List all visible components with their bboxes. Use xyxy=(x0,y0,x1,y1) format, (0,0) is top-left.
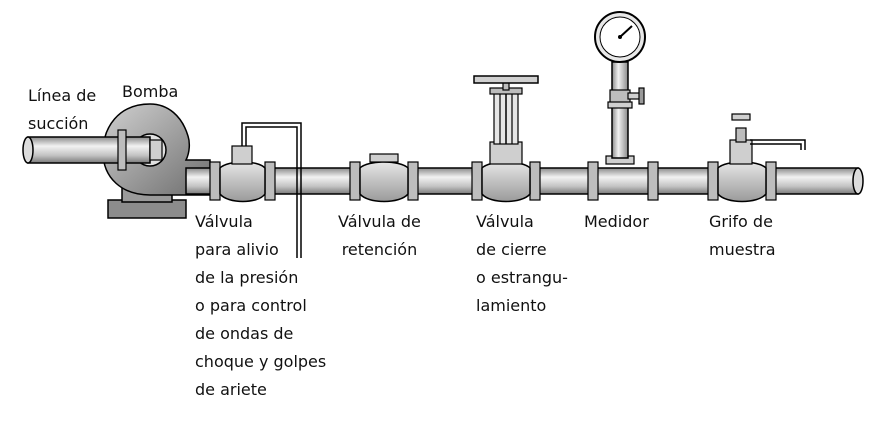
suction-pipe xyxy=(22,129,163,171)
sample-tap xyxy=(717,113,806,203)
label-line: de ariete xyxy=(195,380,267,399)
label-line: succión xyxy=(28,114,89,133)
label-sample-tap: Grifo de muestra xyxy=(709,208,776,264)
label-suction-line: Línea de succión xyxy=(28,82,96,138)
label-line: choque y golpes xyxy=(195,352,327,371)
check-valve xyxy=(359,153,409,203)
label-line: de la presión xyxy=(195,268,299,287)
label-line: Línea de xyxy=(28,86,97,105)
label-relief-valve: Válvula para alivio de la presión o para… xyxy=(195,208,326,404)
label-line: de ondas de xyxy=(195,324,294,343)
label-line: para alivio xyxy=(195,240,279,259)
gate-valve xyxy=(473,75,539,203)
label-line: retención xyxy=(341,240,418,259)
label-line: Bomba xyxy=(122,82,179,101)
label-line: Grifo de xyxy=(709,212,773,231)
label-line: Válvula xyxy=(476,212,534,231)
relief-valve xyxy=(219,122,302,258)
label-line: muestra xyxy=(709,240,776,259)
label-line: o para control xyxy=(195,296,307,315)
label-line: Válvula xyxy=(195,212,253,231)
label-line: lamiento xyxy=(476,296,547,315)
label-line: de cierre xyxy=(476,240,547,259)
label-meter: Medidor xyxy=(584,208,649,236)
pressure-gauge xyxy=(594,11,646,165)
label-line: Medidor xyxy=(584,212,649,231)
pipe-flanges xyxy=(209,161,777,201)
label-line: o estrangu- xyxy=(476,268,568,287)
label-gate-valve: Válvula de cierre o estrangu- lamiento xyxy=(476,208,568,320)
label-check-valve: Válvula de retención xyxy=(338,208,421,264)
label-pump: Bomba xyxy=(122,78,178,106)
label-line: Válvula de xyxy=(338,212,421,231)
